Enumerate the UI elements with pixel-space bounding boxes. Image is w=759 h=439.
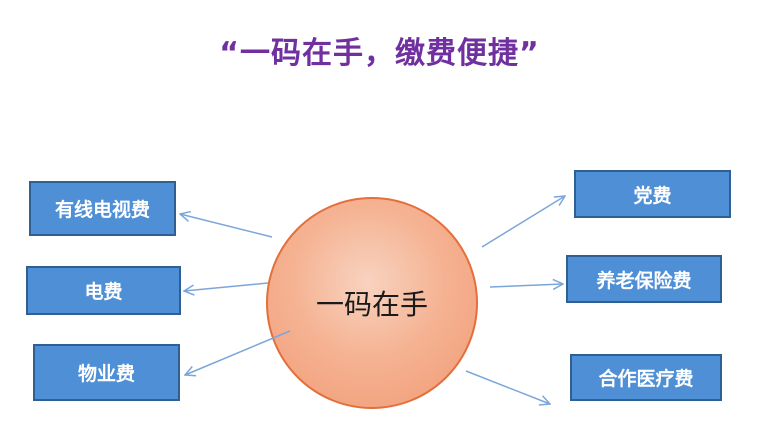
arrow-to-electricity bbox=[184, 282, 269, 291]
cable-tv-fee-box: 有线电视费 bbox=[29, 181, 176, 236]
arrow-to-pension bbox=[489, 284, 563, 287]
electricity-fee-box: 电费 bbox=[26, 266, 181, 315]
cooperative-medical-fee-box: 合作医疗费 bbox=[570, 354, 722, 401]
party-fee-box: 党费 bbox=[574, 170, 731, 218]
pension-insurance-fee-box: 养老保险费 bbox=[566, 255, 722, 303]
arrow-to-medical bbox=[465, 370, 550, 404]
property-fee-box: 物业费 bbox=[33, 344, 180, 401]
hub-circle: 一码在手 bbox=[266, 197, 478, 409]
hub-label: 一码在手 bbox=[315, 288, 428, 321]
arrow-to-property bbox=[185, 330, 291, 375]
page-title: “一码在手，缴费便捷” bbox=[219, 36, 540, 71]
arrow-to-cable-tv bbox=[180, 214, 273, 238]
arrow-to-party bbox=[481, 196, 565, 248]
